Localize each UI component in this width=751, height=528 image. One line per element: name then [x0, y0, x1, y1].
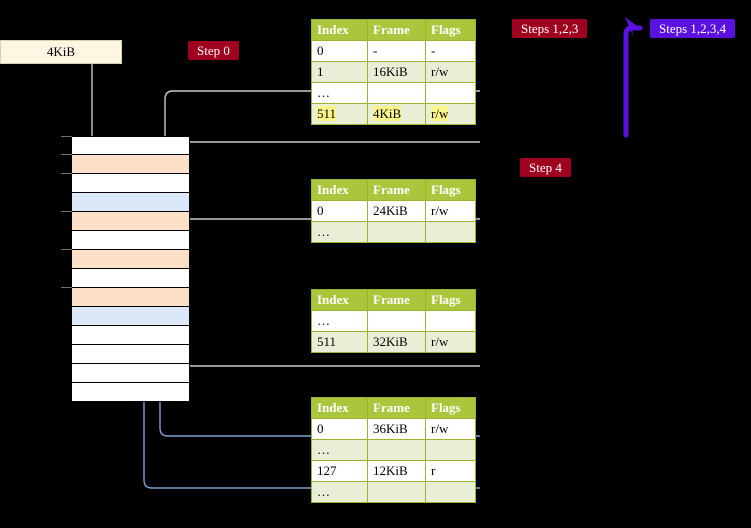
column-header-frame: Frame	[367, 397, 426, 419]
memory-row	[71, 345, 190, 364]
memory-row-tick	[61, 173, 72, 174]
cell-index: …	[311, 481, 368, 503]
cell-frame: 24KiB	[367, 200, 426, 222]
cell-index: 511	[311, 331, 368, 353]
cell-flags	[425, 310, 476, 332]
cell-flags: r/w	[425, 331, 476, 353]
memory-row	[71, 269, 190, 288]
column-header-frame: Frame	[367, 179, 426, 201]
cell-frame: -	[367, 40, 426, 62]
cell-flags: r/w	[425, 61, 476, 83]
cell-frame: 16KiB	[367, 61, 426, 83]
cell-flags: r	[425, 460, 476, 482]
column-header-flags: Flags	[425, 397, 476, 419]
column-header-index: Index	[311, 289, 368, 311]
column-header-frame: Frame	[367, 289, 426, 311]
memory-row-tick	[61, 154, 72, 155]
table-row: …	[311, 82, 476, 104]
memory-size-box: 4KiB	[0, 40, 122, 64]
table-row: …	[311, 221, 476, 243]
column-header-index: Index	[311, 397, 368, 419]
table-row: 0--	[311, 40, 476, 62]
cell-index: …	[311, 310, 368, 332]
column-header-flags: Flags	[425, 19, 476, 41]
badge-step-0: Step 0	[188, 41, 239, 60]
badge-steps-1-2-3-4: Steps 1,2,3,4	[650, 19, 736, 38]
memory-row-tick	[61, 136, 72, 137]
cell-flags: -	[425, 40, 476, 62]
badge-step-4: Step 4	[520, 158, 571, 177]
cell-frame	[367, 439, 426, 461]
cell-flags: r/w	[425, 418, 476, 440]
memory-row	[71, 383, 190, 402]
memory-size-label: 4KiB	[46, 44, 76, 59]
connector-memory-to-table1	[171, 141, 480, 152]
cell-flags	[425, 221, 476, 243]
memory-row	[61, 211, 190, 231]
memory-row	[71, 326, 190, 345]
recursion-arrow	[623, 17, 643, 138]
memory-row	[61, 249, 190, 269]
cell-flags: r/w	[425, 103, 476, 125]
cell-frame: 36KiB	[367, 418, 426, 440]
memory-row	[71, 193, 190, 212]
cell-index: …	[311, 439, 368, 461]
column-header-flags: Flags	[425, 179, 476, 201]
cell-frame	[367, 82, 426, 104]
memory-row-tick	[61, 249, 72, 250]
table-row: …	[311, 310, 476, 332]
cell-frame	[367, 310, 426, 332]
memory-row	[71, 364, 190, 383]
cell-flags: r/w	[425, 200, 476, 222]
cell-frame	[367, 221, 426, 243]
cell-index: …	[311, 82, 368, 104]
cell-index: 0	[311, 418, 368, 440]
table-row: …	[311, 481, 476, 503]
cell-index: 0	[311, 200, 368, 222]
cell-frame: 12KiB	[367, 460, 426, 482]
cell-frame	[367, 481, 426, 503]
memory-column	[61, 136, 190, 402]
cell-flags	[425, 439, 476, 461]
table-row: …	[311, 439, 476, 461]
cell-index: …	[311, 221, 368, 243]
cell-flags	[425, 82, 476, 104]
cell-index: 127	[311, 460, 368, 482]
column-header-frame: Frame	[367, 19, 426, 41]
memory-row	[61, 154, 190, 174]
cell-flags	[425, 481, 476, 503]
cell-frame: 4KiB	[367, 103, 426, 125]
column-header-index: Index	[311, 179, 368, 201]
badge-steps-1-2-3: Steps 1,2,3	[512, 19, 588, 38]
memory-row-tick	[61, 211, 72, 212]
memory-row	[61, 136, 190, 155]
cell-index: 511	[311, 103, 368, 125]
cell-index: 1	[311, 61, 368, 83]
memory-row	[61, 287, 190, 307]
memory-row-tick	[61, 287, 72, 288]
memory-row	[71, 307, 190, 326]
memory-row	[61, 173, 190, 193]
memory-row	[71, 231, 190, 250]
cell-index: 0	[311, 40, 368, 62]
cell-frame: 32KiB	[367, 331, 426, 353]
column-header-index: Index	[311, 19, 368, 41]
column-header-flags: Flags	[425, 289, 476, 311]
